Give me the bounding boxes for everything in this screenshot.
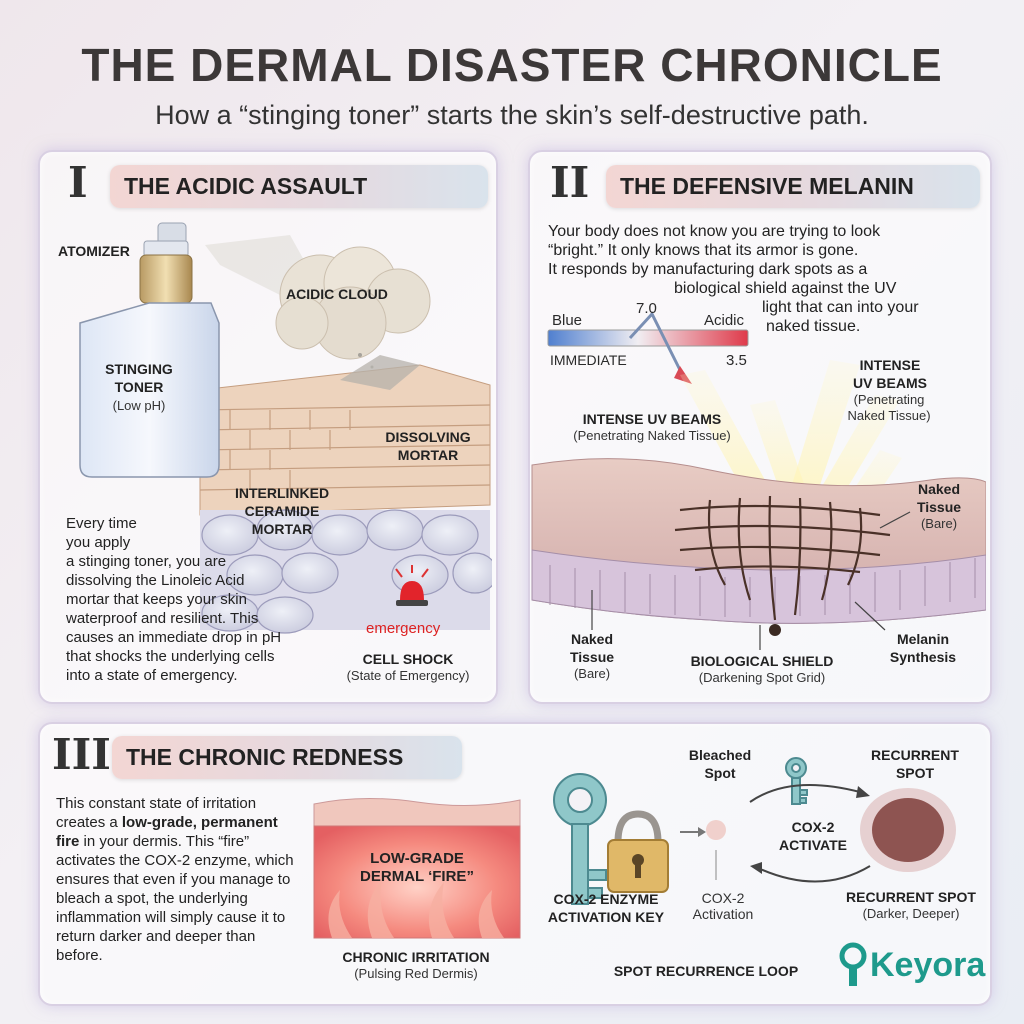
uv-beams-left-label: INTENSE UV BEAMS (582, 411, 722, 427)
small-key-icon (785, 757, 808, 805)
toner-bottle (79, 222, 220, 478)
naked-tissue-right-label: Naked Tissue (916, 481, 962, 515)
panel3-numeral: III (52, 730, 111, 779)
naked-tissue-left-sublabel: (Bare) (573, 666, 611, 681)
recurrent-spot-icon (872, 798, 944, 862)
brick-wall (199, 355, 491, 516)
loop-arrow-top (749, 783, 861, 803)
cox2-activate-label: COX-2 ACTIVATE (779, 819, 847, 853)
biological-shield-label: BIOLOGICAL SHIELD (690, 653, 834, 669)
acidic-cloud-shape (275, 246, 431, 360)
biological-shield-sublabel: (Darkening Spot Grid) (698, 670, 826, 685)
recurrent-spot-top-label: RECURRENT SPOT (871, 747, 959, 781)
panel1-body: Every time you apply a stinging toner, y… (66, 515, 282, 684)
cell-layer (200, 509, 492, 634)
ph-immediate-label: IMMEDIATE (550, 352, 627, 368)
naked-tissue-right-sublabel: (Bare) (920, 516, 958, 531)
cell-shock-sublabel: (State of Emergency) (346, 668, 470, 683)
recurrent-spot-bottom-label: RECURRENT SPOT (846, 889, 976, 905)
toner-sublabel: (Low pH) (112, 398, 166, 413)
naked-tissue-left-label: Naked Tissue (569, 631, 615, 665)
melanin-synthesis-label: Melanin Synthesis (889, 631, 957, 665)
bleached-spot-label: Bleached Spot (688, 747, 752, 781)
brand-mark-icon (839, 942, 867, 986)
panel1-numeral: I (68, 158, 88, 207)
chronic-irritation-label: CHRONIC IRRITATION (342, 949, 490, 965)
melanin-grid (674, 495, 891, 621)
panel2-heading: THE DEFENSIVE MELANIN (606, 165, 980, 208)
melanin-illustration (531, 311, 986, 650)
spot-recurrence-loop-label: SPOT RECURRENCE LOOP (613, 963, 799, 979)
brand-logo: Keyora (836, 942, 985, 988)
emergency-label: emergency (366, 620, 441, 637)
ph-drop-arrow (628, 311, 682, 371)
dermal-fire-label: LOW-GRADE DERMAL ‘FIRE” (360, 850, 474, 885)
panel3-heading: THE CHRONIC REDNESS (112, 736, 462, 779)
cox2-activation-label: COX-2 Activation (692, 890, 754, 922)
dissolving-mortar-label: DISSOLVING MORTAR (385, 429, 471, 463)
uv-beams-left-sublabel: (Penetrating Naked Tissue) (573, 428, 731, 443)
panel2-body: Your body does not know you are trying t… (548, 223, 919, 335)
cox2-key-label: COX-2 ENZYME ACTIVATION KEY (547, 891, 665, 925)
page-title: THE DERMAL DISASTER CHRONICLE (81, 39, 943, 91)
ph-acidic-label: Acidic (704, 312, 745, 329)
ph-scale-bar (547, 329, 749, 347)
panel1-heading: THE ACIDIC ASSAULT (110, 165, 488, 208)
page-subtitle: How a “stinging toner” starts the skin’s… (155, 100, 869, 130)
dermal-fire-illustration (313, 797, 521, 939)
acidic-assault-illustration (79, 222, 492, 634)
panel3-body: This constant state of irritation create… (56, 795, 294, 964)
bleached-spot-icon (706, 820, 726, 840)
lock-icon (607, 810, 669, 893)
toner-label: STINGING TONER (105, 361, 173, 395)
brand-name: Keyora (870, 945, 986, 984)
ph-bottom-value: 3.5 (726, 352, 747, 369)
ph-blue-label: Blue (552, 312, 583, 329)
ph-top-value: 7.0 (636, 300, 657, 317)
ceramide-mortar-label: INTERLINKED CERAMIDE MORTAR (234, 485, 330, 537)
atomizer-label: ATOMIZER (58, 243, 130, 259)
loop-arrow-bottom (757, 865, 871, 883)
cox2-loop-illustration (553, 757, 956, 905)
chronic-irritation-sublabel: (Pulsing Red Dermis) (354, 966, 478, 981)
acidic-cloud-label: ACIDIC CLOUD (286, 286, 388, 302)
key-icon (553, 773, 607, 905)
flame-shapes (328, 880, 504, 938)
panel2-numeral: II (550, 158, 590, 207)
siren-icon (395, 565, 429, 606)
cell-shock-label: CELL SHOCK (362, 651, 454, 667)
recurrent-spot-sublabel: (Darker, Deeper) (862, 906, 960, 921)
